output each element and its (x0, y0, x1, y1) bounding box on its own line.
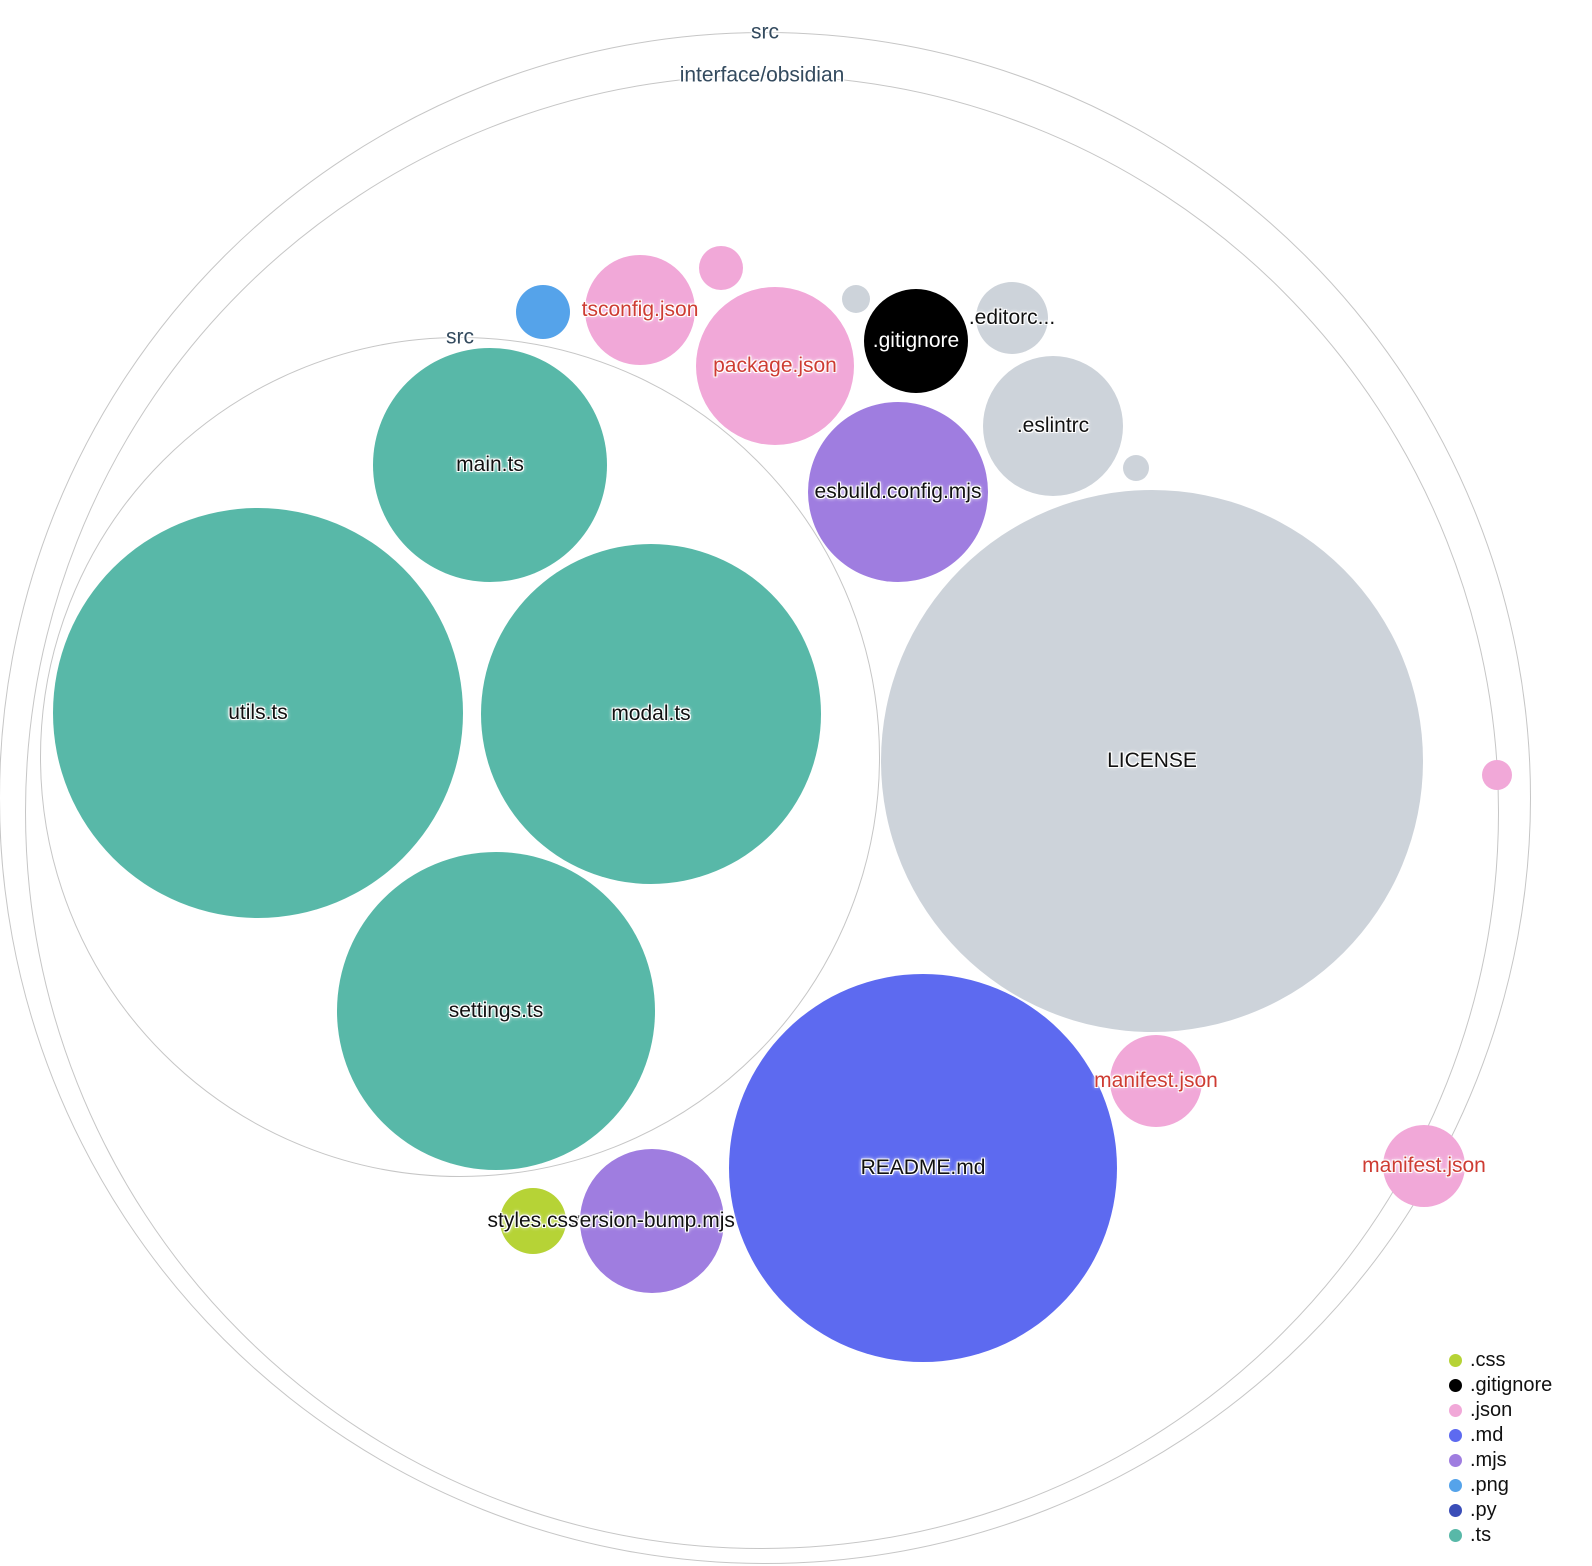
file-circle-manifest-json-outer[interactable]: manifest.json (1362, 1125, 1486, 1207)
file-circle-json-small-top[interactable] (699, 246, 743, 290)
legend-color-dot-png (1449, 1478, 1462, 1492)
legend-item-css: .css (1449, 1348, 1552, 1371)
circle-label-src-outer: src (751, 20, 779, 44)
circle-label-readme-md: README.md (860, 1156, 986, 1180)
extension-legend: .css.gitignore.json.md.mjs.png.py.ts (1449, 1348, 1553, 1546)
file-circle-utils-ts[interactable]: utils.ts (53, 508, 463, 918)
circle-label-esbuild-config-mjs: esbuild.config.mjs (814, 480, 982, 504)
file-circle-version-bump-mjs[interactable]: version-bump.mjs (569, 1149, 735, 1293)
circle-label-modal-ts: modal.ts (611, 702, 691, 726)
circle-label-gitignore: .gitignore (872, 329, 960, 353)
circle-label-styles-css: styles.css (487, 1209, 579, 1233)
file-circle-settings-ts[interactable]: settings.ts (337, 852, 655, 1170)
legend-label: .py (1470, 1498, 1497, 1521)
legend-label: .gitignore (1470, 1373, 1553, 1396)
legend-item-py: .py (1449, 1498, 1552, 1521)
circle-label-eslintrc: .eslintrc (1016, 414, 1090, 438)
circle-label-utils-ts: utils.ts (228, 701, 288, 725)
circle-label-settings-ts: settings.ts (448, 999, 544, 1023)
file-circle-manifest-json-inner[interactable]: manifest.json (1094, 1035, 1218, 1127)
legend-label: .png (1470, 1473, 1509, 1496)
legend-label: .json (1470, 1398, 1513, 1421)
circle-label-editorconfig: .editorc... (968, 306, 1056, 330)
file-circle-gray-small-right[interactable] (1123, 455, 1149, 481)
legend-item-mjs: .mjs (1449, 1448, 1552, 1471)
file-circle-esbuild-config-mjs[interactable]: esbuild.config.mjs (808, 402, 988, 582)
file-circle-gray-small-top[interactable] (842, 285, 870, 313)
legend-item-ts: .ts (1449, 1523, 1552, 1546)
legend-label: .ts (1470, 1523, 1492, 1546)
legend-item-json: .json (1449, 1398, 1552, 1421)
circle-label-manifest-json-inner: manifest.json (1094, 1069, 1218, 1093)
legend-color-dot-ts (1449, 1528, 1462, 1542)
circle-label-license: LICENSE (1107, 749, 1197, 773)
file-circle-package-json[interactable]: package.json (696, 287, 854, 445)
legend-color-dot-md (1449, 1428, 1462, 1442)
file-circle-tsconfig-json[interactable]: tsconfig.json (582, 255, 698, 365)
legend-label: .md (1470, 1423, 1504, 1446)
legend-label: .mjs (1470, 1448, 1507, 1471)
file-circle-editorconfig[interactable]: .editorc... (969, 282, 1055, 354)
file-circle-png-file[interactable] (516, 285, 570, 339)
circle-label-tsconfig-json: tsconfig.json (581, 298, 699, 322)
legend-color-dot-json (1449, 1403, 1462, 1417)
legend-item-png: .png (1449, 1473, 1552, 1496)
legend-item-gitignore: .gitignore (1449, 1373, 1553, 1396)
file-circle-gitignore[interactable]: .gitignore (864, 289, 968, 393)
legend-color-dot-css (1449, 1353, 1462, 1367)
circle-label-version-bump-mjs: version-bump.mjs (569, 1209, 735, 1233)
file-circle-license[interactable]: LICENSE (881, 490, 1423, 1032)
file-circle-eslintrc[interactable]: .eslintrc (983, 356, 1123, 496)
file-circle-styles-css[interactable]: styles.css (488, 1188, 579, 1254)
file-circle-readme-md[interactable]: README.md (729, 974, 1117, 1362)
file-circle-json-small-right[interactable] (1482, 760, 1512, 790)
file-circle-main-ts[interactable]: main.ts (373, 348, 607, 582)
circle-label-package-json: package.json (713, 354, 837, 378)
circle-label-main-ts: main.ts (456, 453, 524, 477)
legend-item-md: .md (1449, 1423, 1552, 1446)
file-circle-modal-ts[interactable]: modal.ts (481, 544, 821, 884)
legend-label: .css (1470, 1348, 1506, 1371)
legend-color-dot-gitignore (1449, 1378, 1462, 1392)
legend-color-dot-py (1449, 1503, 1462, 1517)
legend-color-dot-mjs (1449, 1453, 1462, 1467)
